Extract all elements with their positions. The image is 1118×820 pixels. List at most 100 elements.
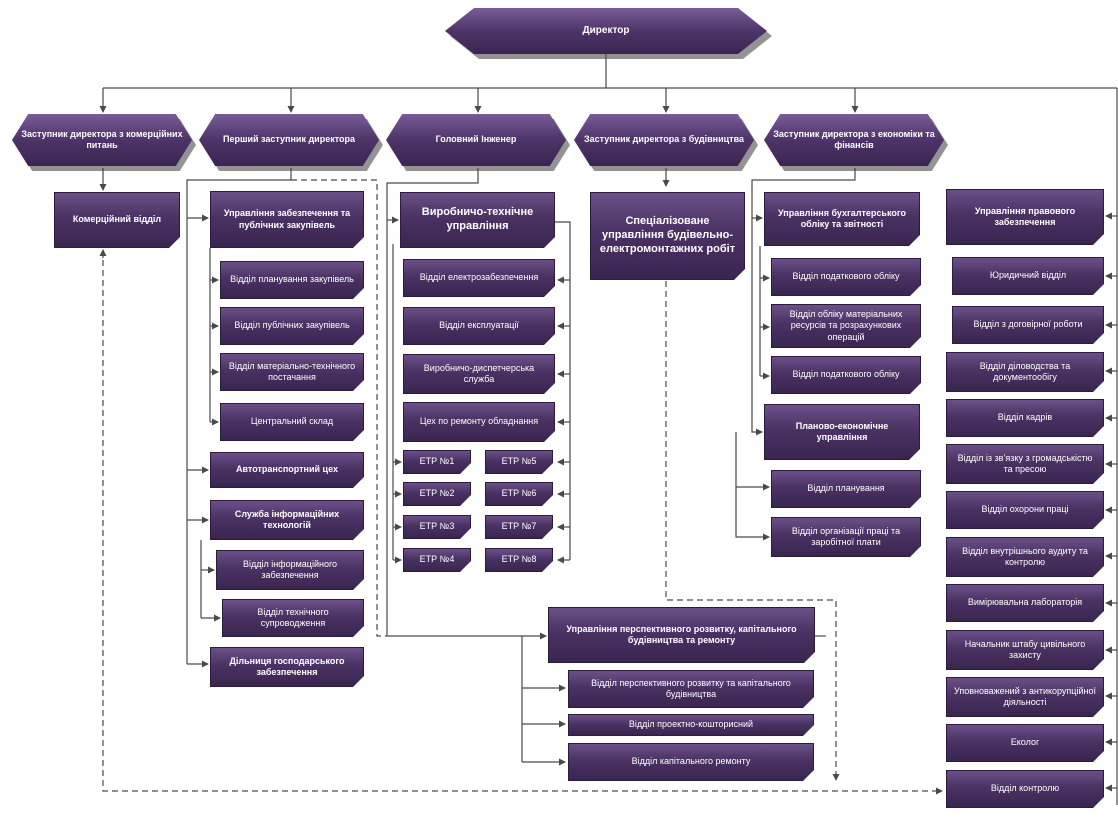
director-label: Директор bbox=[582, 24, 630, 36]
civil-defense-label: Начальник штабу цивільного захисту bbox=[964, 638, 1086, 660]
repair-shop-label: Цех по ремонту обладнання bbox=[419, 416, 539, 427]
records-management-label: Відділ діловодства та документообігу bbox=[979, 360, 1071, 382]
hr-dept-box[interactable]: Відділ кадрів bbox=[946, 399, 1104, 437]
capital-repair-box[interactable]: Відділ капітального ремонту bbox=[568, 743, 814, 781]
legal-directorate-label: Управління правового забезпечення bbox=[974, 205, 1076, 227]
etr-1-box[interactable]: ЕТР №1 bbox=[403, 450, 471, 474]
ecologist-box[interactable]: Еколог bbox=[946, 724, 1104, 762]
planning-economic-box[interactable]: Планово-економічне управління bbox=[764, 404, 920, 460]
control-dept-box[interactable]: Відділ контролю bbox=[946, 770, 1104, 808]
legal-dept-label: Юридичний відділ bbox=[989, 270, 1067, 281]
legal-directorate-box[interactable]: Управління правового забезпечення bbox=[946, 189, 1104, 245]
contract-work-box[interactable]: Відділ з договірної роботи bbox=[952, 306, 1104, 344]
etr-4-label: ЕТР №4 bbox=[419, 554, 455, 565]
labor-protection-box[interactable]: Відділ охорони праці bbox=[946, 491, 1104, 529]
director-box[interactable]: Директор bbox=[445, 8, 767, 54]
power-supply-box[interactable]: Відділ електрозабезпечення bbox=[403, 259, 555, 297]
etr-4-box[interactable]: ЕТР №4 bbox=[403, 548, 471, 572]
household-box[interactable]: Дільниця господарського забезпечення bbox=[210, 647, 364, 687]
etr-8-box[interactable]: ЕТР №8 bbox=[485, 548, 553, 572]
dispatch-box[interactable]: Виробничо-диспетчерська служба bbox=[403, 354, 555, 394]
contract-work-label: Відділ з договірної роботи bbox=[973, 319, 1083, 330]
public-procurement-box[interactable]: Відділ публічних закупівель bbox=[220, 307, 364, 345]
motor-transport-box[interactable]: Автотранспортний цех bbox=[210, 452, 364, 488]
internal-audit-box[interactable]: Відділ внутрішнього аудиту та контролю bbox=[946, 537, 1104, 577]
deputy-economics-label: Заступник директора з економіки та фінан… bbox=[773, 128, 935, 150]
capital-repair-label: Відділ капітального ремонту bbox=[631, 756, 751, 767]
commercial-dept-box[interactable]: Комерційний відділ bbox=[54, 192, 180, 248]
deputy-commercial-label: Заступник директора з комерційних питань bbox=[21, 128, 183, 150]
first-deputy-label: Перший заступник директора bbox=[223, 134, 355, 145]
etr-2-box[interactable]: ЕТР №2 bbox=[403, 482, 471, 506]
procurement-label: Управління забезпечення та публічних зак… bbox=[223, 208, 351, 230]
production-tech-label: Виробничо-технічне управління bbox=[421, 206, 534, 232]
central-warehouse-label: Центральний склад bbox=[250, 416, 334, 427]
design-estimate-box[interactable]: Відділ проектно-кошторисний bbox=[568, 714, 814, 736]
public-relations-label: Відділ із зв’язку з громадськістю та пре… bbox=[957, 452, 1093, 474]
info-support-box[interactable]: Відділ інформаційного забезпечення bbox=[216, 550, 364, 590]
etr-6-label: ЕТР №6 bbox=[501, 488, 537, 499]
ecologist-label: Еколог bbox=[1010, 737, 1040, 748]
civil-defense-box[interactable]: Начальник штабу цивільного захисту bbox=[946, 630, 1104, 670]
materials-accounting-box[interactable]: Відділ обліку матеріальних ресурсів та р… bbox=[771, 304, 921, 348]
procurement-planning-label: Відділ планування закупівель bbox=[230, 274, 354, 285]
deputy-construction-box[interactable]: Заступник директора з будівництва bbox=[574, 114, 754, 166]
materials-accounting-label: Відділ обліку матеріальних ресурсів та р… bbox=[789, 309, 903, 342]
logistics-box[interactable]: Відділ матеріально-технічного постачання bbox=[220, 353, 364, 391]
tax-accounting-2-label: Відділ податкового обліку bbox=[792, 369, 900, 380]
repair-shop-box[interactable]: Цех по ремонту обладнання bbox=[403, 402, 555, 442]
deputy-economics-box[interactable]: Заступник директора з економіки та фінан… bbox=[764, 114, 944, 166]
tax-accounting-1-box[interactable]: Відділ податкового обліку bbox=[771, 258, 921, 296]
planning-dept-label: Відділ планування bbox=[807, 483, 885, 494]
etr-7-label: ЕТР №7 bbox=[501, 521, 537, 532]
perspective-dept-label: Відділ перспективного розвитку та капіта… bbox=[591, 677, 791, 699]
etr-5-box[interactable]: ЕТР №5 bbox=[485, 450, 553, 474]
records-management-box[interactable]: Відділ діловодства та документообігу bbox=[946, 352, 1104, 392]
legal-dept-box[interactable]: Юридичний відділ bbox=[952, 257, 1104, 295]
special-directorate-box[interactable]: Спеціалізоване управління будівельно-еле… bbox=[590, 192, 745, 280]
labor-organization-box[interactable]: Відділ організації праці та заробітної п… bbox=[771, 517, 921, 557]
operation-box[interactable]: Відділ експлуатації bbox=[403, 307, 555, 345]
tax-accounting-2-box[interactable]: Відділ податкового обліку bbox=[771, 356, 921, 394]
design-estimate-label: Відділ проектно-кошторисний bbox=[628, 719, 754, 730]
etr-6-box[interactable]: ЕТР №6 bbox=[485, 482, 553, 506]
commercial-dept-label: Комерційний відділ bbox=[72, 214, 162, 225]
it-service-label: Служба інформаційних технологій bbox=[234, 508, 340, 530]
accounting-label: Управління бухгалтерського обліку та зві… bbox=[778, 207, 906, 229]
planning-dept-box[interactable]: Відділ планування bbox=[771, 470, 921, 508]
chief-engineer-box[interactable]: Головний Інженер bbox=[386, 114, 566, 166]
procurement-box[interactable]: Управління забезпечення та публічних зак… bbox=[210, 191, 364, 248]
labor-organization-label: Відділ організації праці та заробітної п… bbox=[791, 525, 901, 547]
anti-corruption-label: Уповноважений з антикорупційної діяльнос… bbox=[954, 685, 1096, 707]
procurement-planning-box[interactable]: Відділ планування закупівель bbox=[220, 261, 364, 299]
measurement-lab-box[interactable]: Вимірювальна лабораторія bbox=[946, 584, 1104, 622]
internal-audit-label: Відділ внутрішнього аудиту та контролю bbox=[962, 545, 1088, 567]
operation-label: Відділ експлуатації bbox=[439, 320, 519, 331]
anti-corruption-box[interactable]: Уповноважений з антикорупційної діяльнос… bbox=[946, 677, 1104, 717]
etr-8-label: ЕТР №8 bbox=[501, 554, 537, 565]
household-label: Дільниця господарського забезпечення bbox=[229, 655, 345, 677]
perspective-directorate-box[interactable]: Управління перспективного розвитку, капі… bbox=[548, 607, 815, 663]
etr-3-label: ЕТР №3 bbox=[419, 521, 455, 532]
etr-3-box[interactable]: ЕТР №3 bbox=[403, 515, 471, 539]
tax-accounting-1-label: Відділ податкового обліку bbox=[792, 271, 900, 282]
production-tech-box[interactable]: Виробничо-технічне управління bbox=[400, 192, 555, 248]
logistics-label: Відділ матеріально-технічного постачання bbox=[228, 360, 356, 382]
planning-economic-label: Планово-економічне управління bbox=[795, 420, 889, 442]
tech-support-box[interactable]: Відділ технічного супроводження bbox=[222, 599, 364, 637]
hr-dept-label: Відділ кадрів bbox=[997, 412, 1053, 423]
chief-engineer-label: Головний Інженер bbox=[435, 134, 517, 145]
first-deputy-box[interactable]: Перший заступник директора bbox=[199, 114, 379, 166]
public-relations-box[interactable]: Відділ із зв’язку з громадськістю та пре… bbox=[946, 444, 1104, 484]
etr-7-box[interactable]: ЕТР №7 bbox=[485, 515, 553, 539]
deputy-commercial-box[interactable]: Заступник директора з комерційних питань bbox=[12, 114, 192, 166]
central-warehouse-box[interactable]: Центральний склад bbox=[220, 403, 364, 441]
it-service-box[interactable]: Служба інформаційних технологій bbox=[210, 500, 364, 540]
perspective-directorate-label: Управління перспективного розвитку, капі… bbox=[566, 623, 797, 645]
motor-transport-label: Автотранспортний цех bbox=[236, 464, 338, 475]
perspective-dept-box[interactable]: Відділ перспективного розвитку та капіта… bbox=[568, 670, 814, 708]
control-dept-label: Відділ контролю bbox=[990, 783, 1060, 794]
public-procurement-label: Відділ публічних закупівель bbox=[234, 320, 350, 331]
accounting-box[interactable]: Управління бухгалтерського обліку та зві… bbox=[764, 192, 920, 246]
labor-protection-label: Відділ охорони праці bbox=[981, 504, 1069, 515]
